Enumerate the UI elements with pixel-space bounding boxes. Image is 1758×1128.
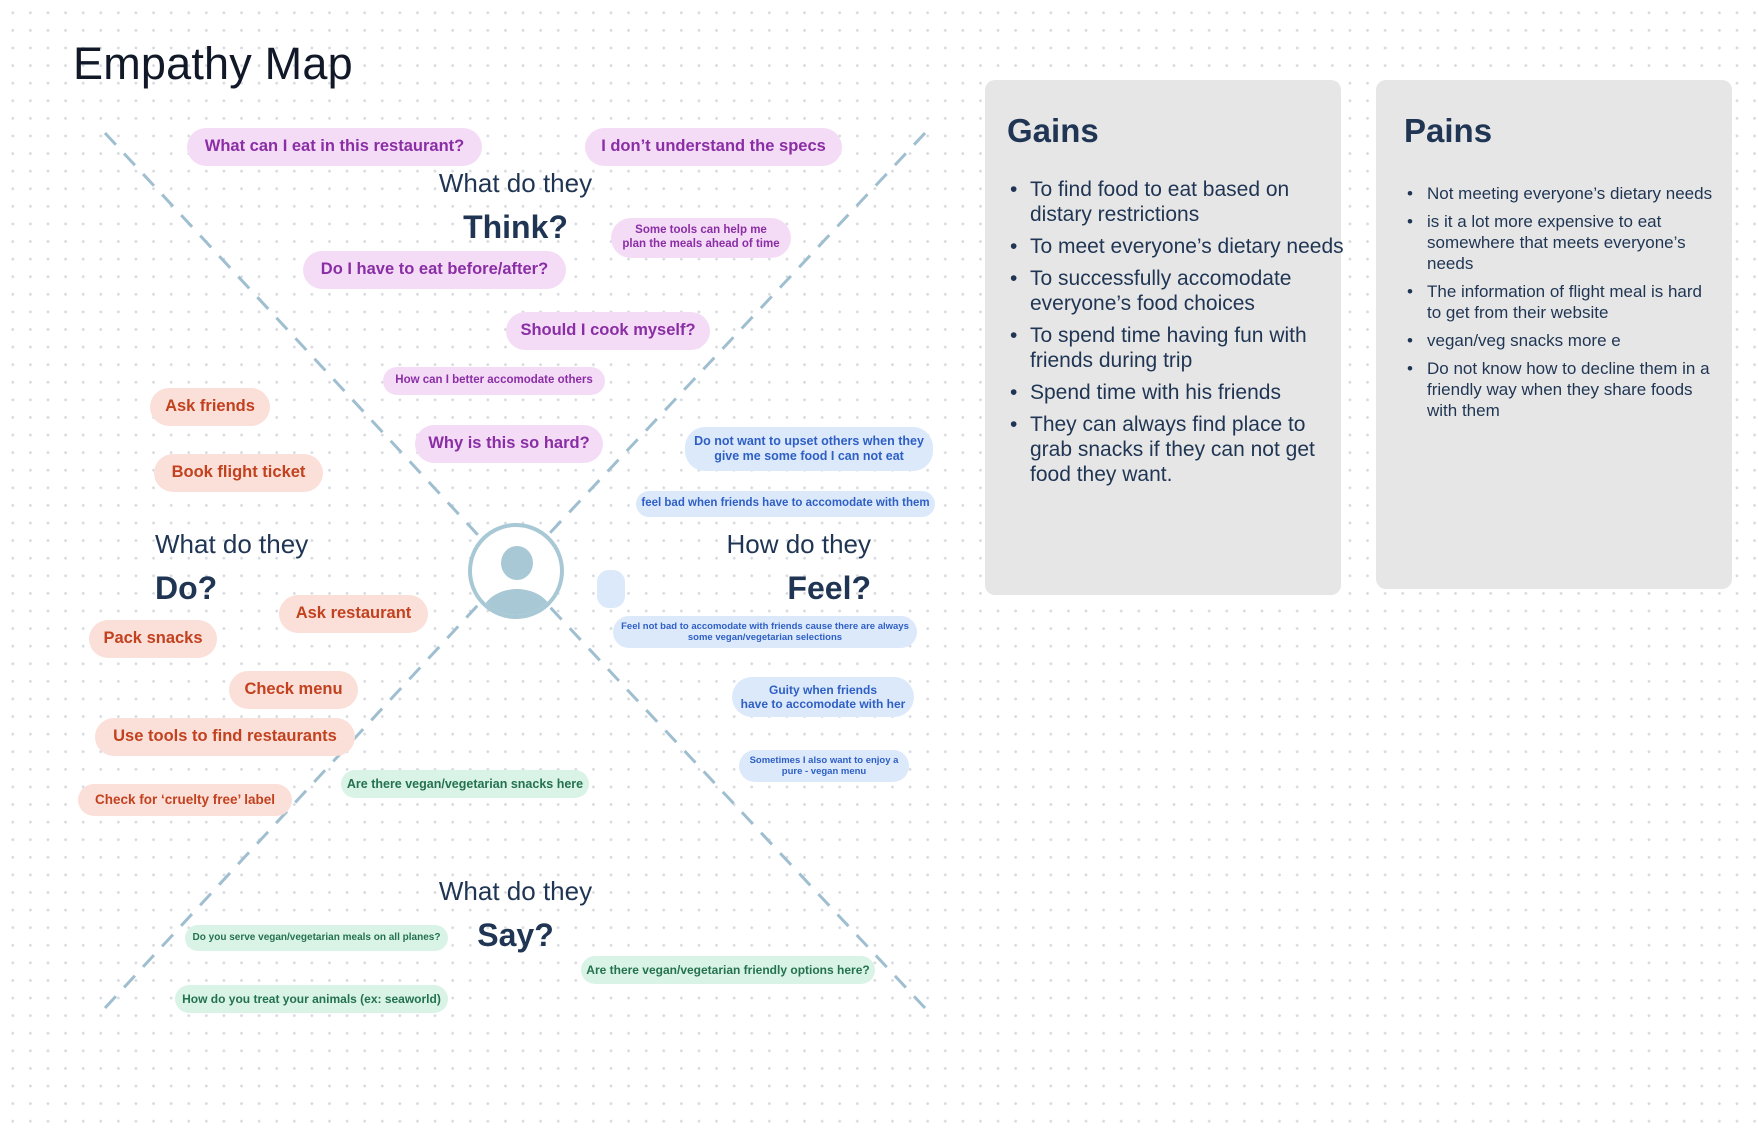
gains-item: To spend time having fun with friends du… — [1007, 323, 1347, 373]
gains-item: Spend time with his friends — [1007, 380, 1347, 405]
gains-card[interactable]: Gains To find food to eat based on dista… — [985, 80, 1344, 595]
do-note[interactable]: Ask friends — [150, 388, 270, 426]
pains-item: Do not know how to decline them in a fri… — [1404, 358, 1714, 421]
gains-item: To successfully accomodate everyone’s fo… — [1007, 266, 1347, 316]
gains-item: To meet everyone’s dietary needs — [1007, 234, 1347, 259]
page-title: Empathy Map — [73, 38, 353, 89]
empty-feel-note[interactable] — [597, 570, 625, 608]
pains-card[interactable]: Pains Not meeting everyone’s dietary nee… — [1376, 80, 1732, 589]
think-note[interactable]: Do I have to eat before/after? — [303, 251, 566, 289]
feel-note[interactable]: Do not want to upset others when they gi… — [685, 427, 933, 471]
feel-heading-line1: How do they — [726, 529, 871, 559]
pains-item: vegan/veg snacks more e — [1404, 330, 1714, 351]
think-note[interactable]: Why is this so hard? — [415, 425, 603, 463]
say-note[interactable]: Are there vegan/vegetarian snacks here — [341, 770, 589, 798]
do-note[interactable]: Use tools to find restaurants — [95, 718, 355, 756]
think-heading-line1: What do they — [438, 168, 593, 198]
user-avatar-icon — [468, 523, 564, 619]
say-note[interactable]: Are there vegan/vegetarian friendly opti… — [581, 956, 875, 984]
pains-item: Not meeting everyone’s dietary needs — [1404, 183, 1714, 204]
do-note[interactable]: Check menu — [229, 671, 358, 709]
think-heading-line2: Think? — [463, 209, 568, 245]
do-note[interactable]: Book flight ticket — [154, 454, 323, 492]
avatar-body — [480, 589, 554, 615]
gains-item: To find food to eat based on distary res… — [1007, 177, 1347, 227]
pains-list: Not meeting everyone’s dietary needs is … — [1404, 183, 1714, 428]
pains-title: Pains — [1404, 112, 1493, 149]
think-note[interactable]: Some tools can help me plan the meals ah… — [611, 218, 791, 258]
divider-line-top-right — [546, 131, 927, 537]
divider-line-bottom-left — [103, 603, 480, 1010]
feel-note[interactable]: Guity when friends have to accomodate wi… — [732, 677, 914, 717]
gains-list: To find food to eat based on distary res… — [1007, 177, 1347, 494]
do-note[interactable]: Pack snacks — [89, 620, 217, 658]
think-note[interactable]: I don’t understand the specs — [585, 128, 842, 166]
think-note[interactable]: How can I better accomodate others — [383, 367, 605, 395]
do-note[interactable]: Ask restaurant — [279, 595, 428, 633]
think-note[interactable]: Should I cook myself? — [506, 312, 710, 350]
say-heading-line2: Say? — [477, 917, 554, 953]
feel-heading: How do they Feel? — [725, 529, 871, 607]
say-note[interactable]: How do you treat your animals (ex: seawo… — [175, 985, 448, 1013]
do-note[interactable]: Check for ‘cruelty free’ label — [78, 784, 292, 816]
feel-note[interactable]: Feel not bad to accomodate with friends … — [613, 616, 917, 648]
think-heading: What do they Think? — [438, 168, 593, 246]
avatar-head — [501, 546, 533, 580]
do-heading-line1: What do they — [155, 529, 309, 559]
gains-title: Gains — [1007, 112, 1099, 149]
pains-item: is it a lot more expensive to eat somewh… — [1404, 211, 1714, 274]
think-note[interactable]: What can I eat in this restaurant? — [187, 128, 482, 166]
feel-note[interactable]: feel bad when friends have to accomodate… — [636, 491, 935, 517]
feel-note[interactable]: Sometimes I also want to enjoy a pure - … — [739, 750, 909, 782]
pains-item: The information of flight meal is hard t… — [1404, 281, 1714, 323]
say-note[interactable]: Do you serve vegan/vegetarian meals on a… — [185, 925, 448, 951]
divider-line-bottom-right — [546, 603, 927, 1010]
feel-heading-line2: Feel? — [787, 570, 871, 606]
do-heading: What do they Do? — [155, 529, 308, 607]
divider-line-top-left — [103, 131, 480, 537]
do-heading-line2: Do? — [155, 570, 218, 606]
gains-item: They can always find place to grab snack… — [1007, 412, 1347, 487]
say-heading: What do they Say? — [438, 876, 593, 954]
say-heading-line1: What do they — [438, 876, 593, 906]
